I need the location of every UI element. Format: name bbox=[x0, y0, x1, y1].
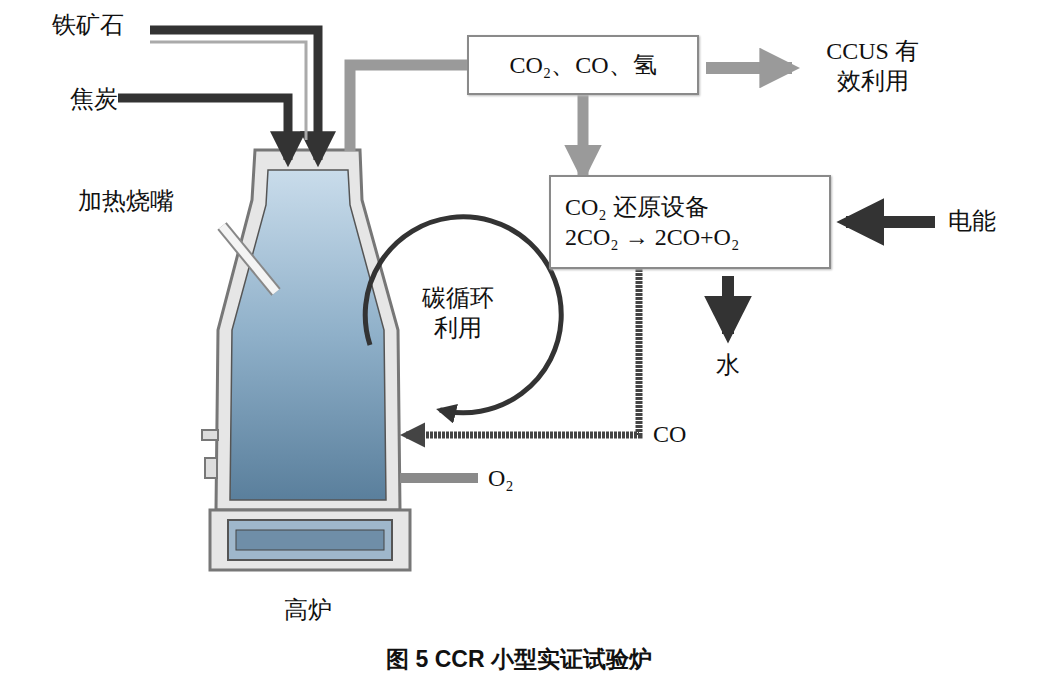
text-label: 加热烧嘴 bbox=[78, 186, 188, 216]
text-label: 焦炭 bbox=[70, 84, 130, 114]
text-label: CCUS 有效利用 bbox=[815, 36, 930, 96]
edge-label: CO bbox=[651, 419, 688, 449]
text-label: 水 bbox=[716, 350, 756, 380]
pipe-connector bbox=[350, 65, 467, 151]
oxygen-pipe bbox=[400, 473, 478, 483]
burner bbox=[222, 226, 276, 292]
burner bbox=[222, 226, 276, 292]
water-arrow bbox=[722, 276, 734, 334]
text-label: 电能 bbox=[948, 206, 1008, 236]
cycle-arrow bbox=[365, 217, 561, 413]
pipe-connector bbox=[578, 95, 589, 175]
process-box: CO₂ 还原设备2CO₂ → 2CO+O₂ bbox=[549, 175, 831, 269]
text-label: 碳循环 利用 bbox=[418, 283, 498, 343]
figure-caption: 图 5 CCR 小型实证试验炉 bbox=[0, 645, 1038, 674]
ccus-arrow bbox=[706, 62, 792, 74]
box-text: 2CO₂ → 2CO+O₂ bbox=[565, 222, 815, 252]
box-text: CO₂ 还原设备 bbox=[565, 192, 815, 222]
furnace-label: 高炉 bbox=[200, 595, 415, 625]
blast-furnace bbox=[202, 150, 410, 570]
text-label: 铁矿石 bbox=[52, 10, 152, 40]
pipe-connector bbox=[405, 269, 639, 435]
power-arrow bbox=[846, 216, 935, 228]
coke-feed bbox=[118, 98, 288, 160]
furnace-node: 高炉 bbox=[200, 145, 415, 625]
feed-edge bbox=[150, 42, 306, 140]
process-box: CO₂、CO、氢 bbox=[467, 35, 699, 95]
box-text: CO₂、CO、氢 bbox=[483, 50, 683, 80]
text-label: O₂ bbox=[488, 463, 528, 493]
